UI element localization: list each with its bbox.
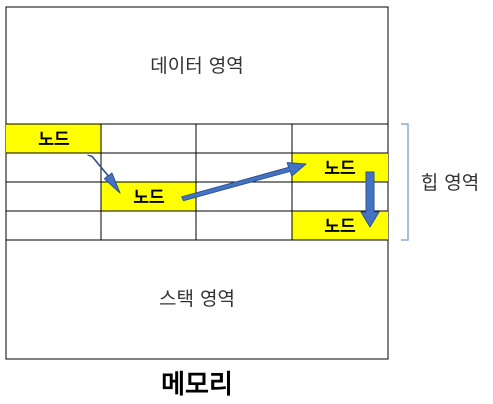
arrow-node1-to-node2 (87, 154, 121, 194)
arrows (87, 154, 380, 228)
heap-grid (6, 123, 388, 241)
heap-region-label: 힙 영역 (421, 172, 479, 194)
node-label: 노드 (133, 188, 165, 208)
node-cells (6, 124, 388, 240)
arrow-node3-to-node4 (360, 171, 380, 228)
arrow-node2-to-node3 (181, 162, 307, 202)
node-cell (6, 124, 101, 153)
node-label: 노드 (324, 159, 356, 179)
memory-box (5, 6, 389, 360)
data-region-label: 데이터 영역 (150, 55, 243, 77)
node-label: 노드 (38, 130, 70, 150)
stack-region-label: 스택 영역 (159, 288, 235, 310)
heap-brace (401, 123, 409, 241)
memory-title: 메모리 (161, 370, 233, 400)
node-label: 노드 (324, 217, 356, 237)
